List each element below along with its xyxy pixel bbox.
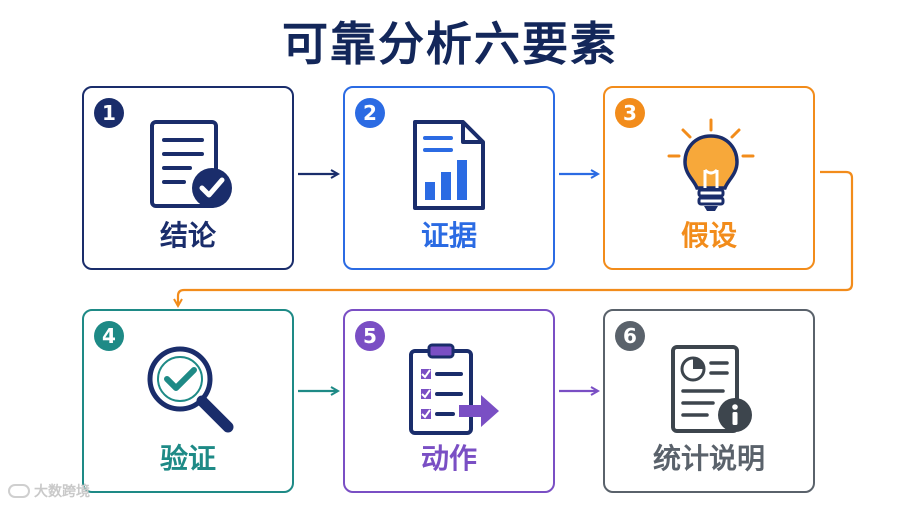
document-bar-chart-icon [401, 116, 501, 216]
document-check-icon [140, 116, 240, 216]
step-card-4: 4 验证 [82, 309, 294, 493]
step-card-5: 5 动作 [343, 309, 555, 493]
step-label-1: 结论 [159, 219, 216, 252]
step-card-6: 6 统计说明 [603, 309, 815, 493]
step-label-3: 假设 [680, 219, 737, 252]
step-card-2: 2 证据 [343, 86, 555, 270]
step-badge-3: 3 [615, 98, 645, 128]
step-badge-4: 4 [94, 321, 124, 351]
step-label-6: 统计说明 [652, 442, 765, 475]
clipboard-arrow-icon [401, 339, 501, 439]
step-label-4: 验证 [159, 442, 216, 475]
step-card-3: 3 假设 [603, 86, 815, 270]
watermark-text: 大数跨境 [34, 484, 90, 500]
magnifier-check-icon [140, 339, 240, 439]
report-info-icon [661, 339, 761, 439]
step-badge-2: 2 [355, 98, 385, 128]
step-badge-1: 1 [94, 98, 124, 128]
watermark: 大数跨境 [8, 481, 90, 501]
step-card-1: 1 结论 [82, 86, 294, 270]
step-label-2: 证据 [420, 219, 477, 252]
page-title: 可靠分析六要素 [282, 17, 618, 71]
watermark-logo-icon [8, 484, 30, 498]
step-badge-5: 5 [355, 321, 385, 351]
step-badge-6: 6 [615, 321, 645, 351]
step-label-5: 动作 [420, 442, 477, 475]
arrow-3-to-4 [178, 170, 854, 306]
lightbulb-icon [661, 116, 761, 216]
